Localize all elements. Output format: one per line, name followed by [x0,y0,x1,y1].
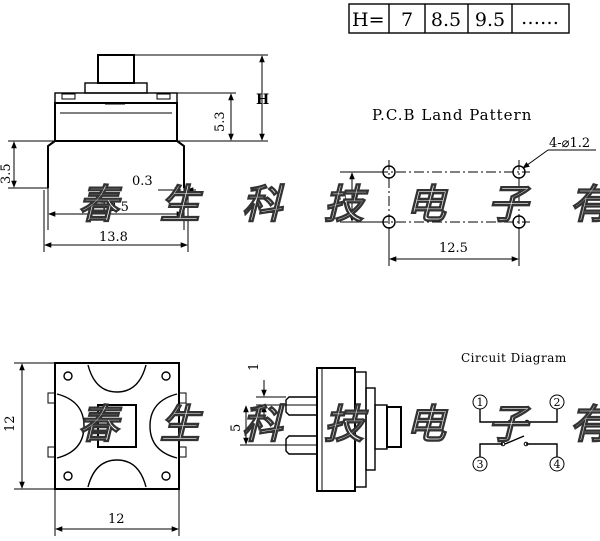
side-lead-upper [285,396,317,416]
height-value-4: …… [521,7,559,29]
land-pattern-title: P.C.B Land Pattern [372,106,532,124]
watermark-bottom: 春 生 科 技 电 子 有 限 公 司 [78,401,600,448]
dim-pad-vertical: 5 [335,193,350,201]
height-value-3: 9.5 [475,9,505,31]
pin-3-label: 3 [477,458,484,471]
top-view: 12 12 [3,362,187,536]
dim-lead-thickness: 0.3 [132,174,153,189]
front-view: H 5.3 3.5 0.3 12.5 13.8 [0,54,269,252]
circuit-diagram: Circuit Diagram 1 2 3 4 [461,351,567,472]
dim-lead-length: 3.5 [0,163,14,184]
side-actuator [386,406,402,448]
dim-top-height: 12 [3,415,18,432]
side-view: 1 5 [229,363,402,492]
dim-lead-pitch: 12.5 [100,200,129,215]
dim-overall-width: 13.8 [99,230,128,245]
lead-left [47,140,56,188]
watermark-top: 春 生 科 技 电 子 有 限 公 司 [78,181,600,228]
dim-side-pitch: 5 [229,424,244,432]
height-value-2: 8.5 [431,9,461,31]
height-table-frame [348,3,570,34]
hole-spec: 4-⌀1.2 [549,136,590,151]
pin-1-label: 1 [477,396,484,409]
dim-h-label: H [256,92,269,108]
dim-side-lead: 1 [247,363,262,371]
pin-2-label: 2 [554,396,561,409]
pin-4-label: 4 [554,458,561,471]
actuator-top [97,404,137,448]
lead-right [176,140,185,188]
dim-top-width: 12 [108,512,125,527]
actuator [97,54,135,84]
dim-pad-horizontal: 12.5 [439,241,468,256]
circuit-title: Circuit Diagram [461,351,567,365]
top-body [54,362,180,490]
height-value-1: 7 [401,9,413,31]
dim-body-height: 5.3 [213,111,228,132]
land-pattern: P.C.B Land Pattern 4-⌀1.2 5 12.5 [335,106,596,266]
switch-contact [504,435,525,445]
height-table-label: H= [352,9,385,31]
pad-hole-2 [512,165,526,179]
height-table: H= 7 8.5 9.5 …… [348,3,570,34]
switch-base [54,102,178,142]
